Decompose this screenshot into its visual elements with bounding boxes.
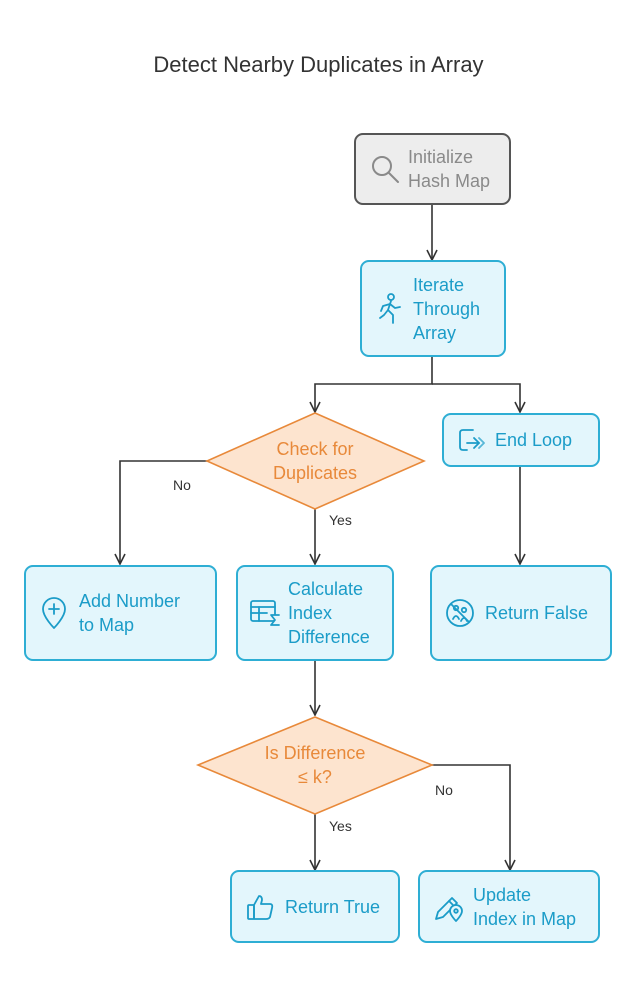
edge-label-check-no: No	[173, 477, 191, 493]
node-calc-label: Calculate Index Difference	[288, 579, 370, 647]
node-calculate-difference: Calculate Index Difference	[236, 565, 394, 661]
node-add-label: Add Number to Map	[79, 591, 181, 635]
node-update-index: Update Index in Map	[418, 870, 600, 943]
edge-label-diff-yes: Yes	[329, 818, 352, 834]
edge-label-check-yes: Yes	[329, 512, 352, 528]
walking-person-icon	[376, 292, 404, 325]
add-location-icon	[38, 596, 70, 630]
node-return-true: Return True	[230, 870, 400, 943]
edge-iterate-to-check	[315, 357, 433, 411]
table-sum-icon	[248, 598, 282, 628]
edge-check-to-add	[120, 460, 207, 563]
node-end-loop: End Loop	[442, 413, 600, 467]
thumbs-up-icon	[244, 892, 276, 922]
decision-check-duplicates	[205, 412, 426, 510]
decision-check-label: Check for Duplicates	[272, 439, 358, 483]
exit-arrow-icon	[456, 426, 486, 454]
magnifier-icon	[368, 153, 402, 185]
decision-is-difference	[195, 716, 435, 815]
node-update-label: Update Index in Map	[473, 884, 577, 929]
pen-location-icon	[432, 891, 464, 923]
node-return-true-label: Return True	[285, 896, 381, 917]
edge-label-diff-no: No	[435, 782, 453, 798]
node-return-false-label: Return False	[485, 603, 589, 623]
decision-is-difference-label: Is Difference ≤ k?	[264, 743, 366, 787]
node-add-number: Add Number to Map	[24, 565, 217, 661]
diagram-title: Detect Nearby Duplicates in Array	[153, 52, 484, 77]
node-iterate-label: Iterate Through Array	[413, 274, 481, 343]
node-initialize-label: Initialize Hash Map	[408, 147, 491, 191]
node-return-false: Return False	[430, 565, 612, 661]
node-end-loop-label: End Loop	[495, 430, 573, 450]
no-people-icon	[444, 598, 476, 628]
node-initialize-hash-map: Initialize Hash Map	[354, 133, 511, 205]
edge-is-diff-to-update	[432, 764, 510, 869]
node-iterate-array: Iterate Through Array	[360, 260, 506, 357]
edge-iterate-to-end-loop	[432, 383, 520, 411]
